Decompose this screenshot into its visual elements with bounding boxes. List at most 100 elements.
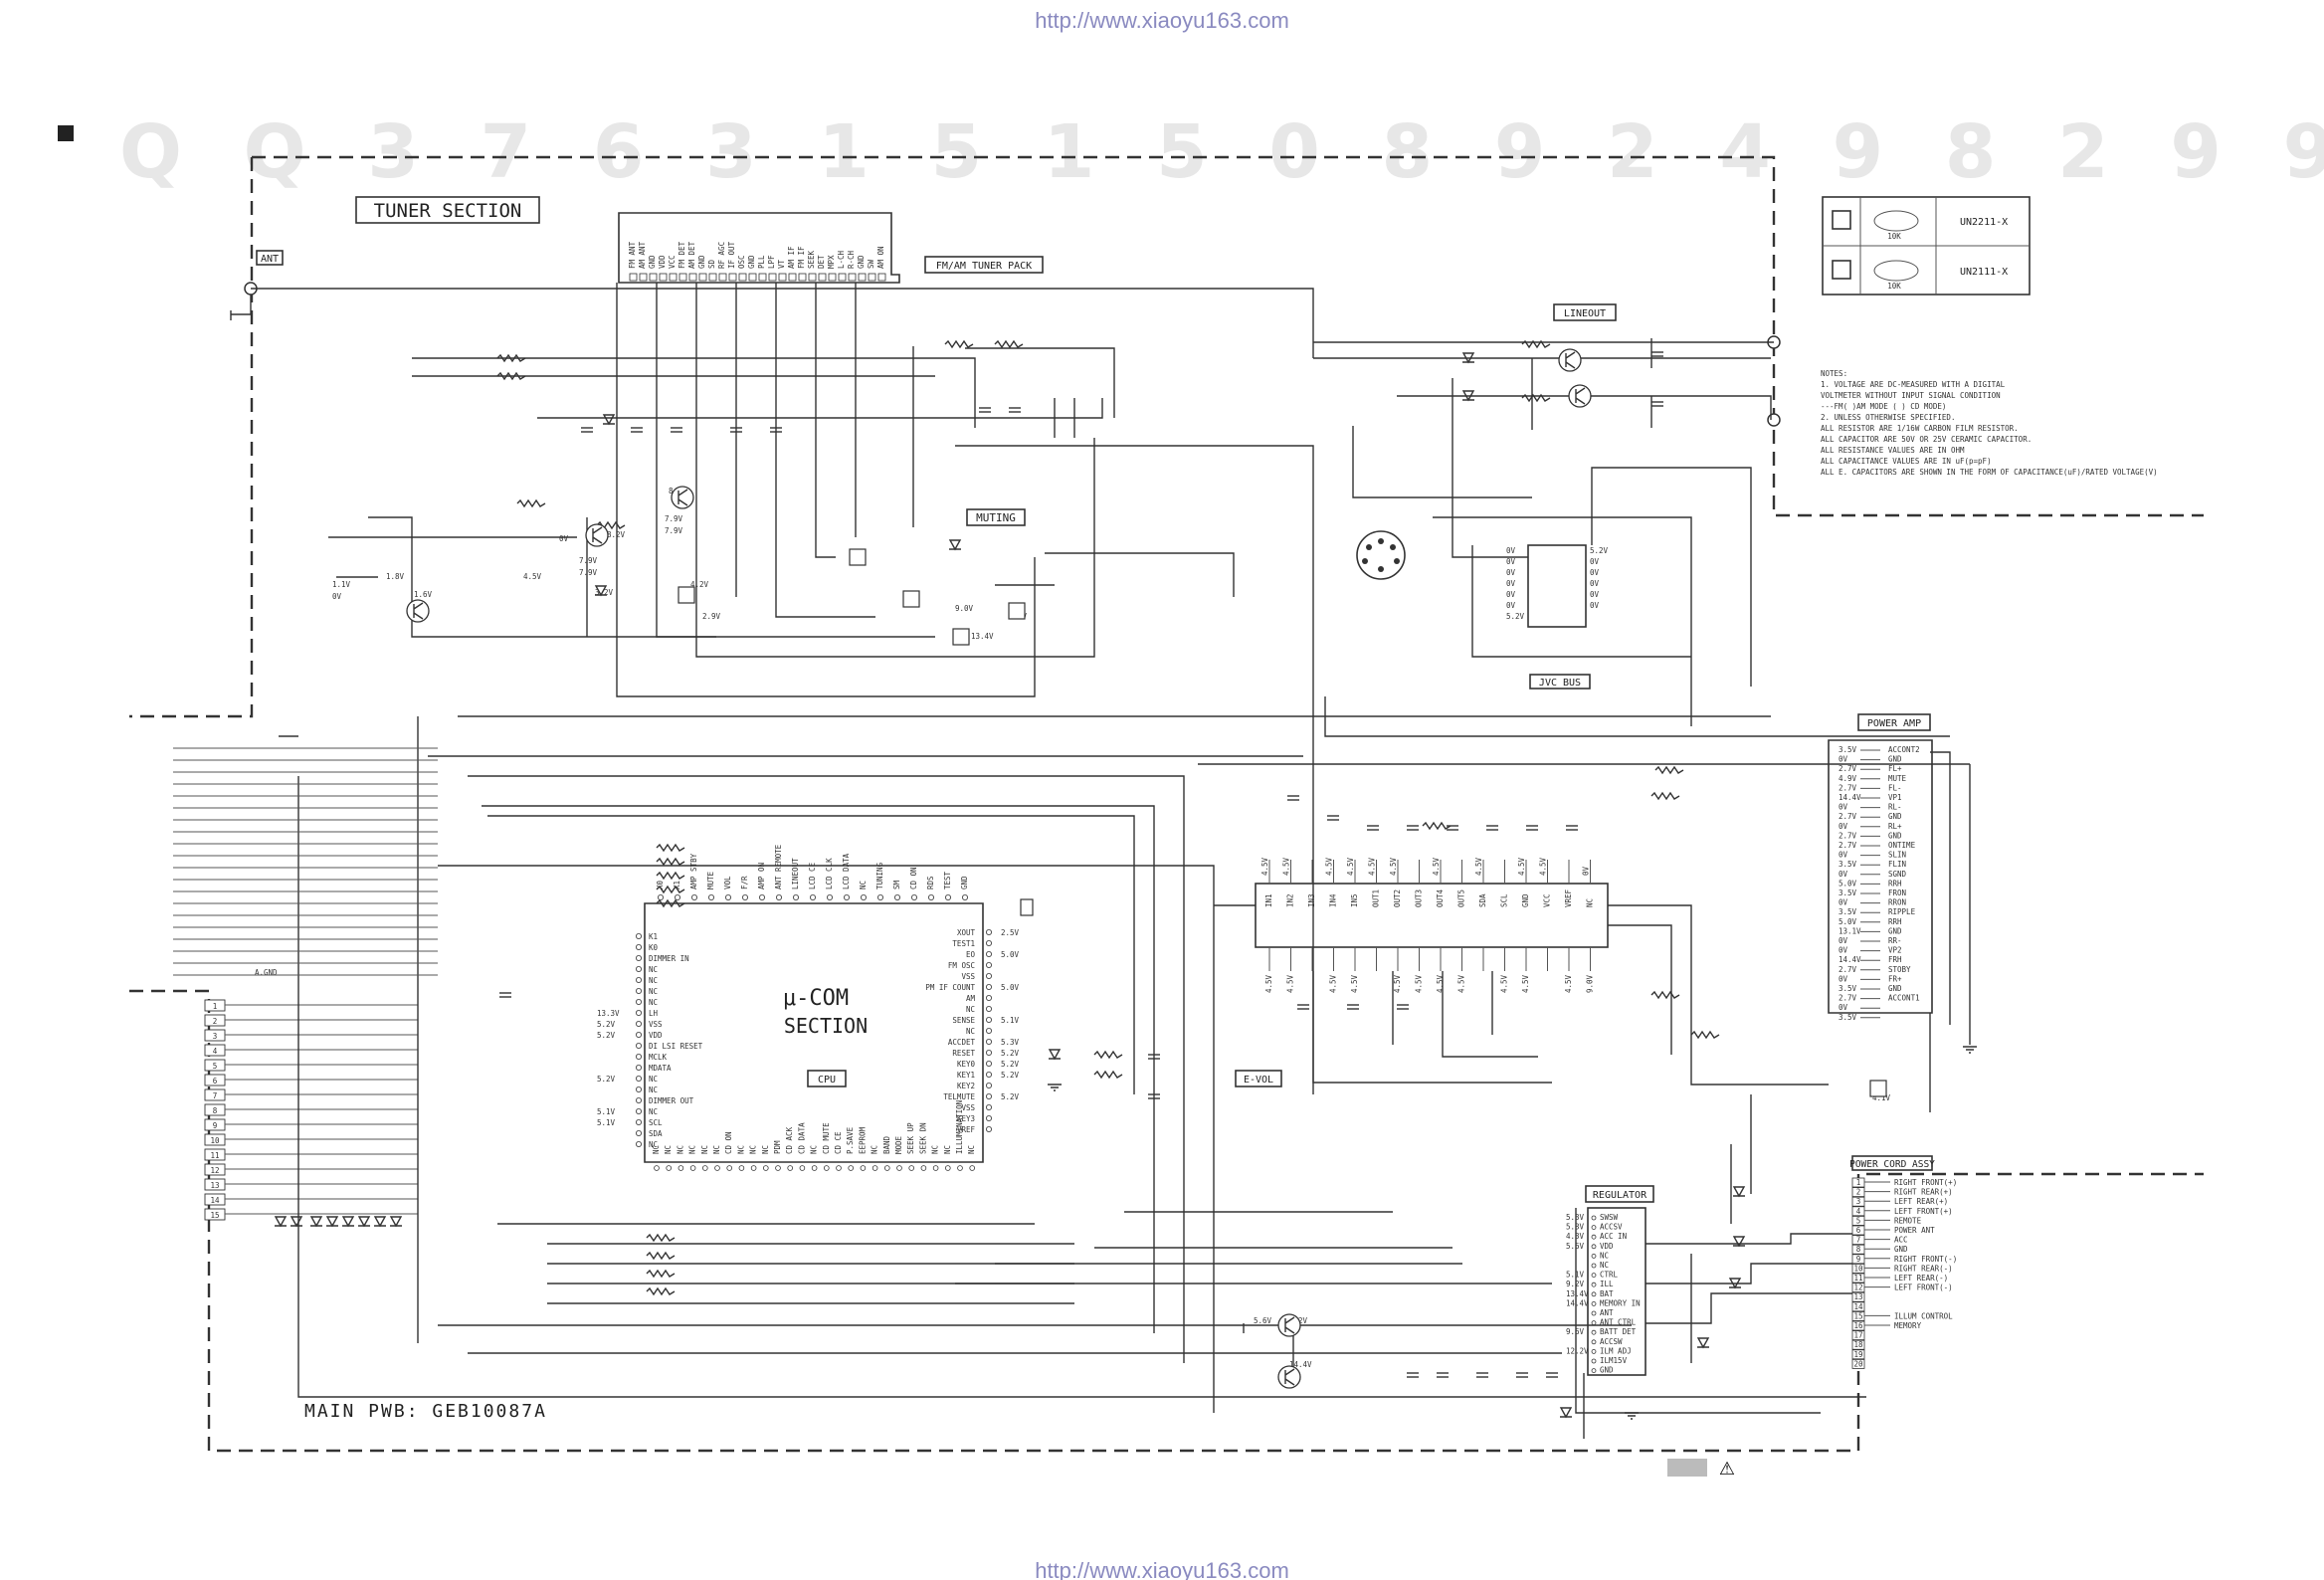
ucom-bottom-pin: [726, 1165, 732, 1171]
resistor: [1690, 1030, 1720, 1040]
power-amp-pin-label: RRH: [1888, 879, 1902, 888]
ucom-bottom-pin-label: SEEK DN: [918, 1122, 927, 1154]
ucom-right-pin-voltage: 2.5V: [1001, 928, 1020, 937]
header-url[interactable]: http://www.xiaoyu163.com: [1035, 8, 1289, 33]
transistor-leads: [1284, 1368, 1295, 1386]
regulator-pin-label: ANT CTRL: [1600, 1318, 1637, 1327]
ucom-bottom-pin-label: NC: [736, 1145, 745, 1154]
trace: [251, 288, 1314, 358]
e-vol-top-label: NC: [1586, 898, 1595, 907]
left-connector-pin-number: 6: [213, 1077, 218, 1086]
power-cord-pin-number: 7: [1856, 1236, 1861, 1245]
cpu-frame: [807, 1070, 847, 1087]
power-cord-pin-number: 9: [1856, 1255, 1861, 1264]
power-amp-pin-voltage: 0V: [1839, 755, 1848, 764]
trace: [815, 283, 836, 558]
ucom-right-pin-label: RESET: [952, 1049, 975, 1058]
ucom-left-pin: [636, 977, 643, 984]
transistor-voltage: 1.8V: [386, 572, 405, 581]
trace: [1608, 924, 1672, 1055]
ucom-right-pin-voltage: 5.0V: [1001, 950, 1020, 959]
ucom-right-pin: [986, 1061, 993, 1068]
trace: [1471, 545, 1691, 658]
power-cord-pin-number: 12: [1853, 1284, 1862, 1292]
transistor: [1568, 384, 1592, 408]
power-cord-label: POWER CORD ASSY: [1849, 1159, 1935, 1170]
trace: [368, 516, 716, 638]
ucom-right-pin-label: KEY2: [957, 1082, 975, 1090]
ucom-left-pin-label: NC: [649, 987, 658, 996]
resistor: [516, 498, 546, 508]
power-amp-pin-voltage: 2.7V: [1839, 994, 1857, 1003]
left-connector-pin-number: 8: [213, 1106, 218, 1115]
footer-url[interactable]: http://www.xiaoyu163.com: [1035, 1558, 1289, 1580]
power-cord-pin-label: RIGHT FRONT(+): [1894, 1178, 1957, 1187]
ucom-right-pin-voltage: 5.2V: [1001, 1092, 1020, 1101]
trace: [1312, 971, 1552, 1084]
ucom-right-pin: [986, 995, 993, 1002]
ucom-top-pin: [861, 894, 868, 901]
section-bullet: [58, 125, 74, 141]
power-amp-pin-voltage: 0V: [1839, 946, 1848, 955]
tuner-pin-pad: [868, 273, 876, 282]
regulator-pin-label: NC: [1600, 1251, 1609, 1260]
legend-part1: UN2211-X: [1960, 217, 2008, 228]
tuner-pin-label: AM ANT: [638, 241, 647, 269]
ucom-right-pin: [986, 1050, 993, 1057]
ucom-top-pin-label: GND: [960, 876, 969, 889]
ucom-right-pin-voltage: 5.3V: [1001, 1038, 1020, 1047]
ucom-top-pin-label: MUTE: [706, 871, 715, 889]
ucom-bottom-pin: [811, 1165, 818, 1171]
power-cord-pin-number: 13: [1853, 1292, 1862, 1301]
transistor: [406, 599, 430, 623]
e-vol-top-voltage: 4.5V: [1389, 857, 1398, 876]
ucom-top-pin-label: LCD DATA: [842, 853, 851, 889]
tuner-pin-pad: [758, 273, 767, 282]
ucom-left-pin: [636, 1010, 643, 1017]
power-cord-pin-number: 19: [1853, 1350, 1862, 1359]
note-line: ALL E. CAPACITORS ARE SHOWN IN THE FORM …: [1821, 468, 2158, 477]
power-cord-pin-number: 11: [1853, 1274, 1862, 1283]
ucom-bottom-pin: [762, 1165, 769, 1171]
jvc-bus-pin-voltage: 0V: [1506, 579, 1516, 588]
e-vol-bottom-voltage: 4.5V: [1329, 974, 1338, 993]
ucom-bottom-pin: [872, 1165, 878, 1171]
transistor-voltage: 7.9V: [579, 556, 598, 565]
ucom-left-pin-voltage: 13.3V: [597, 1009, 620, 1018]
ucom-bottom-pin-label: NC: [931, 1145, 940, 1154]
transistor-leads: [1284, 1316, 1295, 1334]
e-vol-top-label: OUT3: [1415, 889, 1424, 907]
e-vol-top-label: OUT2: [1393, 889, 1402, 907]
diode: [1728, 1278, 1742, 1289]
trace: [1452, 378, 1528, 558]
note-badge: [1667, 1459, 1707, 1477]
ucom-right-pin: [986, 984, 993, 991]
ucom-right-pin-label: VREF: [957, 1125, 976, 1134]
jvc-bus-pin-voltage: 0V: [1506, 557, 1516, 566]
e-vol-top-label: IN4: [1329, 893, 1338, 907]
power-cord-pin-box: [1851, 1330, 1865, 1340]
power-amp-pin-voltage: 2.7V: [1839, 812, 1857, 821]
power-amp-pin-label: STOBY: [1888, 965, 1911, 974]
ucom-left-pin-label: NC: [649, 1140, 658, 1149]
tuner-pin-pad: [669, 273, 678, 282]
ucom-bottom-pin: [908, 1165, 914, 1171]
ucom-bottom-pin-label: NC: [700, 1145, 709, 1154]
ucom-top-pin-label: LINEOUT: [791, 858, 800, 889]
power-cord-pin-number: 6: [1856, 1226, 1861, 1235]
jvc-bus-ic: [1527, 544, 1587, 628]
trace: [1045, 552, 1235, 597]
trace: [1442, 971, 1538, 1058]
transistor-voltage: 4.2V: [690, 580, 709, 589]
regulator-pin-label: NC: [1600, 1261, 1609, 1270]
regulator-pin: [1591, 1291, 1597, 1297]
tuner-pin-pad: [639, 273, 648, 282]
ucom-bottom-pin: [666, 1165, 672, 1171]
ucom-top-pin-label: RDS: [926, 876, 935, 889]
ucom-left-pin-label: VSS: [649, 1020, 663, 1029]
power-amp-pin-voltage: 13.1V: [1839, 926, 1861, 935]
jvc-bus-pin-voltage: 0V: [1590, 590, 1600, 599]
e-vol-top-label: IN2: [1286, 893, 1295, 907]
power-amp-pin-label: RL-: [1888, 803, 1902, 812]
ucom-right-pin-voltage: 5.2V: [1001, 1071, 1020, 1080]
